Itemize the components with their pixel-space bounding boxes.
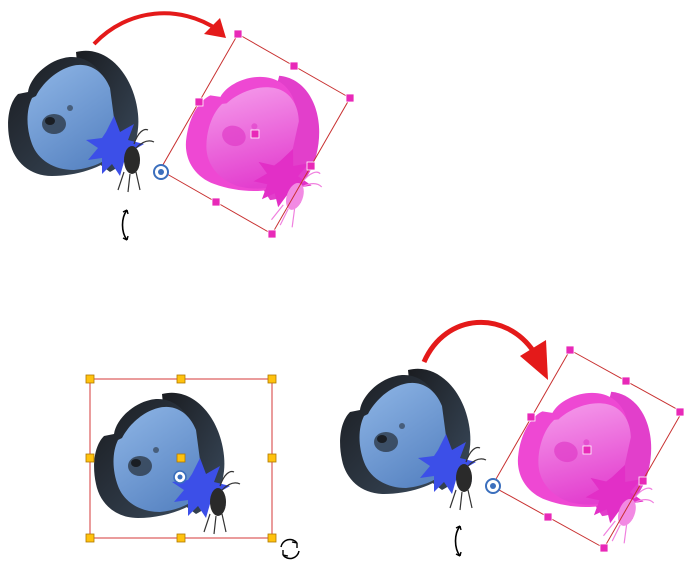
center-handle[interactable] — [177, 454, 185, 462]
box-handles — [488, 346, 684, 552]
handle[interactable] — [639, 477, 647, 485]
handle[interactable] — [195, 98, 203, 106]
handle[interactable] — [86, 375, 94, 383]
rotation-arrowhead — [204, 18, 226, 38]
handle[interactable] — [177, 375, 185, 383]
pivot-point[interactable] — [154, 165, 168, 179]
rotation-arrow — [94, 13, 218, 44]
handle[interactable] — [234, 30, 242, 38]
center-handle[interactable] — [251, 130, 259, 138]
rotate-cursor-icon — [123, 210, 129, 240]
handle[interactable] — [212, 198, 220, 206]
original-butterfly — [8, 51, 154, 192]
handle[interactable] — [290, 62, 298, 70]
bottom-right-example — [340, 322, 684, 556]
handle[interactable] — [86, 534, 94, 542]
center-handle[interactable] — [583, 446, 591, 454]
handle[interactable] — [268, 534, 276, 542]
handle[interactable] — [566, 346, 574, 354]
selected-butterfly — [94, 393, 240, 534]
original-butterfly — [340, 369, 486, 510]
handle[interactable] — [676, 408, 684, 416]
rotation-arrow — [424, 322, 534, 362]
handle[interactable] — [86, 454, 94, 462]
handle[interactable] — [544, 513, 552, 521]
rotate-cursor-icon — [456, 526, 462, 556]
pivot-point[interactable] — [174, 471, 186, 483]
handle[interactable] — [527, 413, 535, 421]
handle[interactable] — [268, 454, 276, 462]
handle[interactable] — [268, 375, 276, 383]
rotated-butterfly — [167, 51, 352, 234]
handle[interactable] — [268, 230, 276, 238]
handle[interactable] — [600, 544, 608, 552]
rotation-arrowhead — [520, 340, 548, 380]
handle[interactable] — [177, 534, 185, 542]
bottom-left-example — [86, 375, 299, 559]
top-rotation-example — [8, 13, 354, 240]
handle[interactable] — [307, 162, 315, 170]
rotated-butterfly — [499, 367, 684, 550]
handle[interactable] — [346, 94, 354, 102]
pivot-point[interactable] — [486, 479, 500, 493]
handle[interactable] — [622, 377, 630, 385]
box-handles — [156, 30, 354, 238]
rotate-around-icon — [281, 539, 299, 558]
